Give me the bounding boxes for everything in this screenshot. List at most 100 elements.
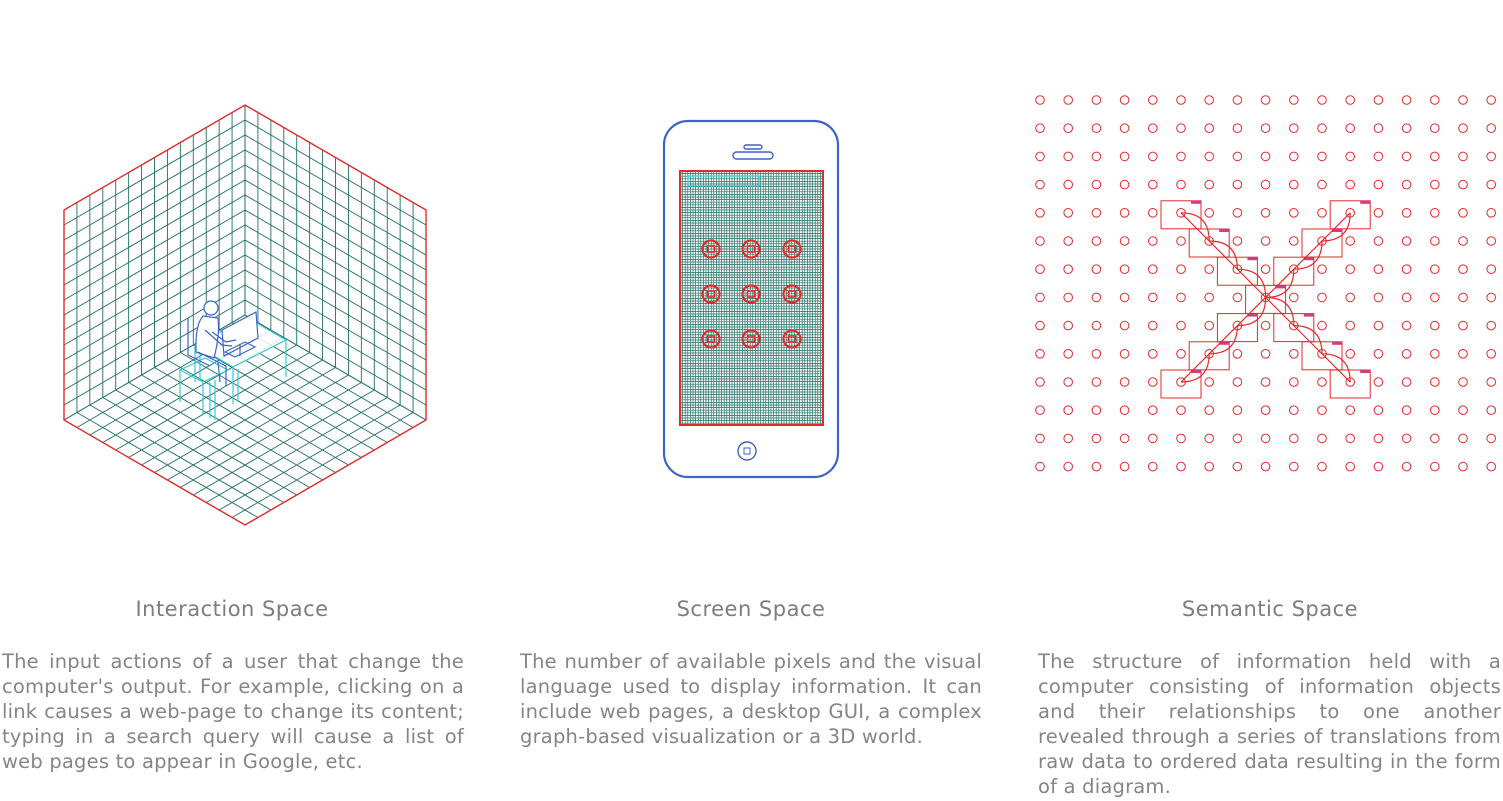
grid-dot bbox=[1063, 349, 1073, 359]
grid-dot bbox=[1091, 123, 1102, 133]
app-icon bbox=[701, 239, 721, 259]
grid-dot bbox=[1035, 264, 1045, 275]
grid-dot bbox=[1317, 208, 1327, 218]
grid-dot bbox=[1401, 264, 1412, 275]
grid-dot bbox=[1260, 320, 1271, 331]
grid-dot bbox=[1063, 264, 1073, 275]
grid-dot bbox=[1458, 123, 1468, 133]
grid-dot bbox=[1373, 433, 1384, 444]
grid-dot bbox=[1119, 405, 1130, 416]
object-tab bbox=[1191, 370, 1201, 373]
grid-dot bbox=[1204, 151, 1214, 162]
grid-dot bbox=[1176, 292, 1186, 303]
grid-dot bbox=[1204, 95, 1214, 105]
grid-dot bbox=[1148, 349, 1158, 359]
person-head bbox=[203, 300, 219, 316]
grid-dot bbox=[1401, 151, 1412, 162]
object-tab bbox=[1219, 229, 1230, 232]
grid-dot bbox=[1345, 236, 1355, 246]
grid-dot bbox=[1458, 236, 1468, 246]
grid-dot bbox=[1260, 377, 1271, 387]
grid-dot bbox=[1458, 95, 1468, 105]
grid-dot bbox=[1373, 123, 1384, 133]
grid-dot bbox=[1148, 208, 1158, 218]
grid-dot bbox=[1401, 377, 1412, 387]
grid-dot bbox=[1091, 236, 1102, 246]
grid-dot bbox=[1091, 264, 1102, 275]
grid-dot bbox=[1317, 151, 1327, 162]
grid-dot bbox=[1458, 377, 1468, 387]
information-object bbox=[1329, 369, 1371, 399]
object-tab bbox=[1303, 313, 1314, 317]
phone-earpiece bbox=[732, 151, 774, 160]
smartphone-illustration bbox=[662, 119, 840, 479]
grid-dot bbox=[1458, 292, 1468, 303]
object-tab bbox=[1247, 313, 1258, 317]
grid-dot bbox=[1317, 377, 1327, 387]
grid-dot bbox=[1260, 123, 1271, 133]
object-tab bbox=[1275, 285, 1286, 289]
grid-dot bbox=[1091, 377, 1102, 387]
grid-dot bbox=[1486, 208, 1496, 218]
grid-dot bbox=[1148, 264, 1158, 275]
grid-dot bbox=[1317, 433, 1327, 444]
relation-arrow bbox=[1180, 212, 1210, 242]
grid-dot bbox=[1091, 208, 1102, 218]
grid-dot bbox=[1260, 95, 1271, 105]
information-object bbox=[1273, 256, 1315, 286]
grid-dot bbox=[1401, 461, 1412, 472]
grid-dot bbox=[1486, 236, 1496, 246]
grid-dot bbox=[1430, 433, 1440, 444]
grid-dot bbox=[1458, 264, 1468, 275]
grid-dot bbox=[1148, 95, 1158, 105]
grid-dot bbox=[1035, 292, 1045, 303]
grid-dot bbox=[1119, 461, 1130, 472]
app-icon bbox=[741, 239, 761, 259]
phone-screen-border bbox=[679, 170, 824, 426]
grid-dot bbox=[1232, 433, 1243, 444]
grid-dot bbox=[1289, 179, 1299, 190]
grid-dot bbox=[1119, 292, 1130, 303]
grid-dot bbox=[1204, 292, 1214, 303]
grid-dot bbox=[1373, 208, 1384, 218]
grid-dot bbox=[1119, 264, 1130, 275]
grid-dot bbox=[1289, 208, 1299, 218]
information-object bbox=[1160, 369, 1202, 399]
grid-dot bbox=[1176, 433, 1186, 444]
relation-arrow bbox=[1265, 296, 1295, 326]
grid-dot bbox=[1458, 320, 1468, 331]
grid-dot bbox=[1486, 292, 1496, 303]
grid-dot bbox=[1486, 264, 1496, 275]
grid-dot bbox=[1289, 405, 1299, 416]
object-tab bbox=[1247, 257, 1258, 261]
grid-dot bbox=[1430, 236, 1440, 246]
grid-dot bbox=[1232, 151, 1243, 162]
grid-dot bbox=[1486, 349, 1496, 359]
grid-dot bbox=[1260, 208, 1271, 218]
grid-dot bbox=[1260, 236, 1271, 246]
relation-arrow bbox=[1293, 325, 1323, 354]
grid-dot bbox=[1119, 95, 1130, 105]
isometric-room-illustration bbox=[63, 104, 427, 526]
grid-dot bbox=[1091, 95, 1102, 105]
grid-dot bbox=[1373, 349, 1384, 359]
relation-arrow bbox=[1321, 212, 1351, 242]
grid-dot bbox=[1458, 349, 1468, 359]
object-tab bbox=[1191, 200, 1201, 204]
grid-dot bbox=[1176, 264, 1186, 275]
grid-dot bbox=[1091, 179, 1102, 190]
grid-dot bbox=[1035, 320, 1045, 331]
grid-dot bbox=[1401, 236, 1412, 246]
object-tab bbox=[1360, 200, 1371, 204]
grid-dot bbox=[1373, 461, 1384, 472]
grid-dot bbox=[1430, 461, 1440, 472]
grid-dot bbox=[1148, 179, 1158, 190]
screen-space-description: The number of available pixels and the v… bbox=[520, 650, 982, 748]
grid-dot bbox=[1063, 405, 1073, 416]
grid-dot bbox=[1148, 123, 1158, 133]
grid-dot bbox=[1373, 320, 1384, 331]
grid-dot bbox=[1289, 123, 1299, 133]
grid-dot bbox=[1148, 320, 1158, 331]
room-grid-face bbox=[244, 104, 427, 421]
phone-speaker bbox=[743, 144, 763, 150]
